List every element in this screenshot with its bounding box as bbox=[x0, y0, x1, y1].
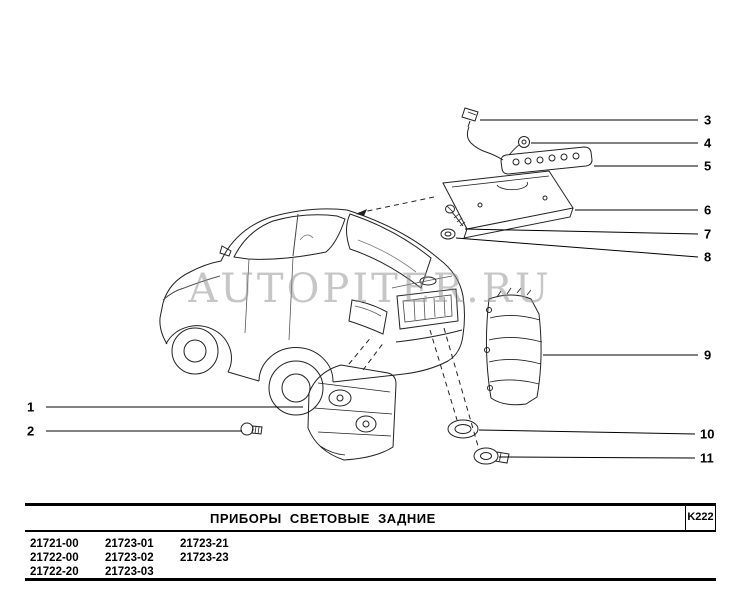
tail-lamp-right-part bbox=[484, 287, 543, 406]
callout-11: 11 bbox=[700, 450, 714, 466]
car-illustration bbox=[159, 208, 465, 416]
tail-lamp-left-part bbox=[307, 364, 397, 461]
section-code: K222 bbox=[687, 511, 714, 523]
part-number-column-1: 21721-00 21722-00 21722-20 bbox=[30, 537, 79, 579]
part-number: 21723-23 bbox=[180, 552, 229, 564]
part-number: 21723-02 bbox=[105, 552, 154, 564]
dashed-connectors bbox=[348, 196, 479, 447]
wire-grommet-part bbox=[466, 126, 530, 161]
callout-1: 1 bbox=[27, 399, 35, 415]
clip-part bbox=[461, 107, 479, 128]
callout-6: 6 bbox=[704, 202, 712, 218]
footer-bottom-rule bbox=[25, 578, 716, 581]
callout-2: 2 bbox=[27, 423, 35, 439]
part-number: 21723-03 bbox=[105, 566, 154, 578]
callout-7: 7 bbox=[704, 226, 712, 242]
part-number-column-3: 21723-21 21723-23 bbox=[180, 537, 229, 565]
part-number: 21722-20 bbox=[30, 566, 79, 578]
part-number: 21721-00 bbox=[30, 538, 79, 550]
screw-part bbox=[445, 204, 466, 227]
lamp-holder-part bbox=[473, 447, 510, 465]
footer-mid-rule bbox=[25, 530, 716, 532]
callout-3: 3 bbox=[704, 112, 712, 128]
stop-lamp-part bbox=[500, 146, 593, 175]
bulb-part bbox=[240, 422, 263, 436]
grommet-part bbox=[440, 228, 456, 240]
callout-9: 9 bbox=[704, 347, 712, 363]
callout-4: 4 bbox=[704, 135, 712, 151]
part-number: 21723-21 bbox=[180, 538, 229, 550]
callout-8: 8 bbox=[704, 249, 712, 265]
exploded-diagram bbox=[46, 107, 699, 465]
section-code-cell: K222 bbox=[685, 504, 716, 530]
part-number: 21723-01 bbox=[105, 538, 154, 550]
footer-top-rule bbox=[25, 503, 716, 506]
gasket-part bbox=[447, 419, 479, 439]
shelf-bracket-part bbox=[442, 170, 574, 239]
footer-title-row: ПРИБОРЫ СВЕТОВЫЕ ЗАДНИЕ K222 bbox=[25, 504, 716, 530]
callout-10: 10 bbox=[700, 426, 715, 442]
arrowhead bbox=[356, 209, 367, 216]
part-number: 21722-00 bbox=[30, 552, 79, 564]
callout-5: 5 bbox=[704, 158, 712, 174]
part-number-column-2: 21723-01 21723-02 21723-03 bbox=[105, 537, 154, 579]
diagram-title: ПРИБОРЫ СВЕТОВЫЕ ЗАДНИЕ bbox=[210, 511, 436, 526]
shelf-lamp-assembly bbox=[440, 107, 593, 240]
leader-lines bbox=[46, 119, 699, 459]
